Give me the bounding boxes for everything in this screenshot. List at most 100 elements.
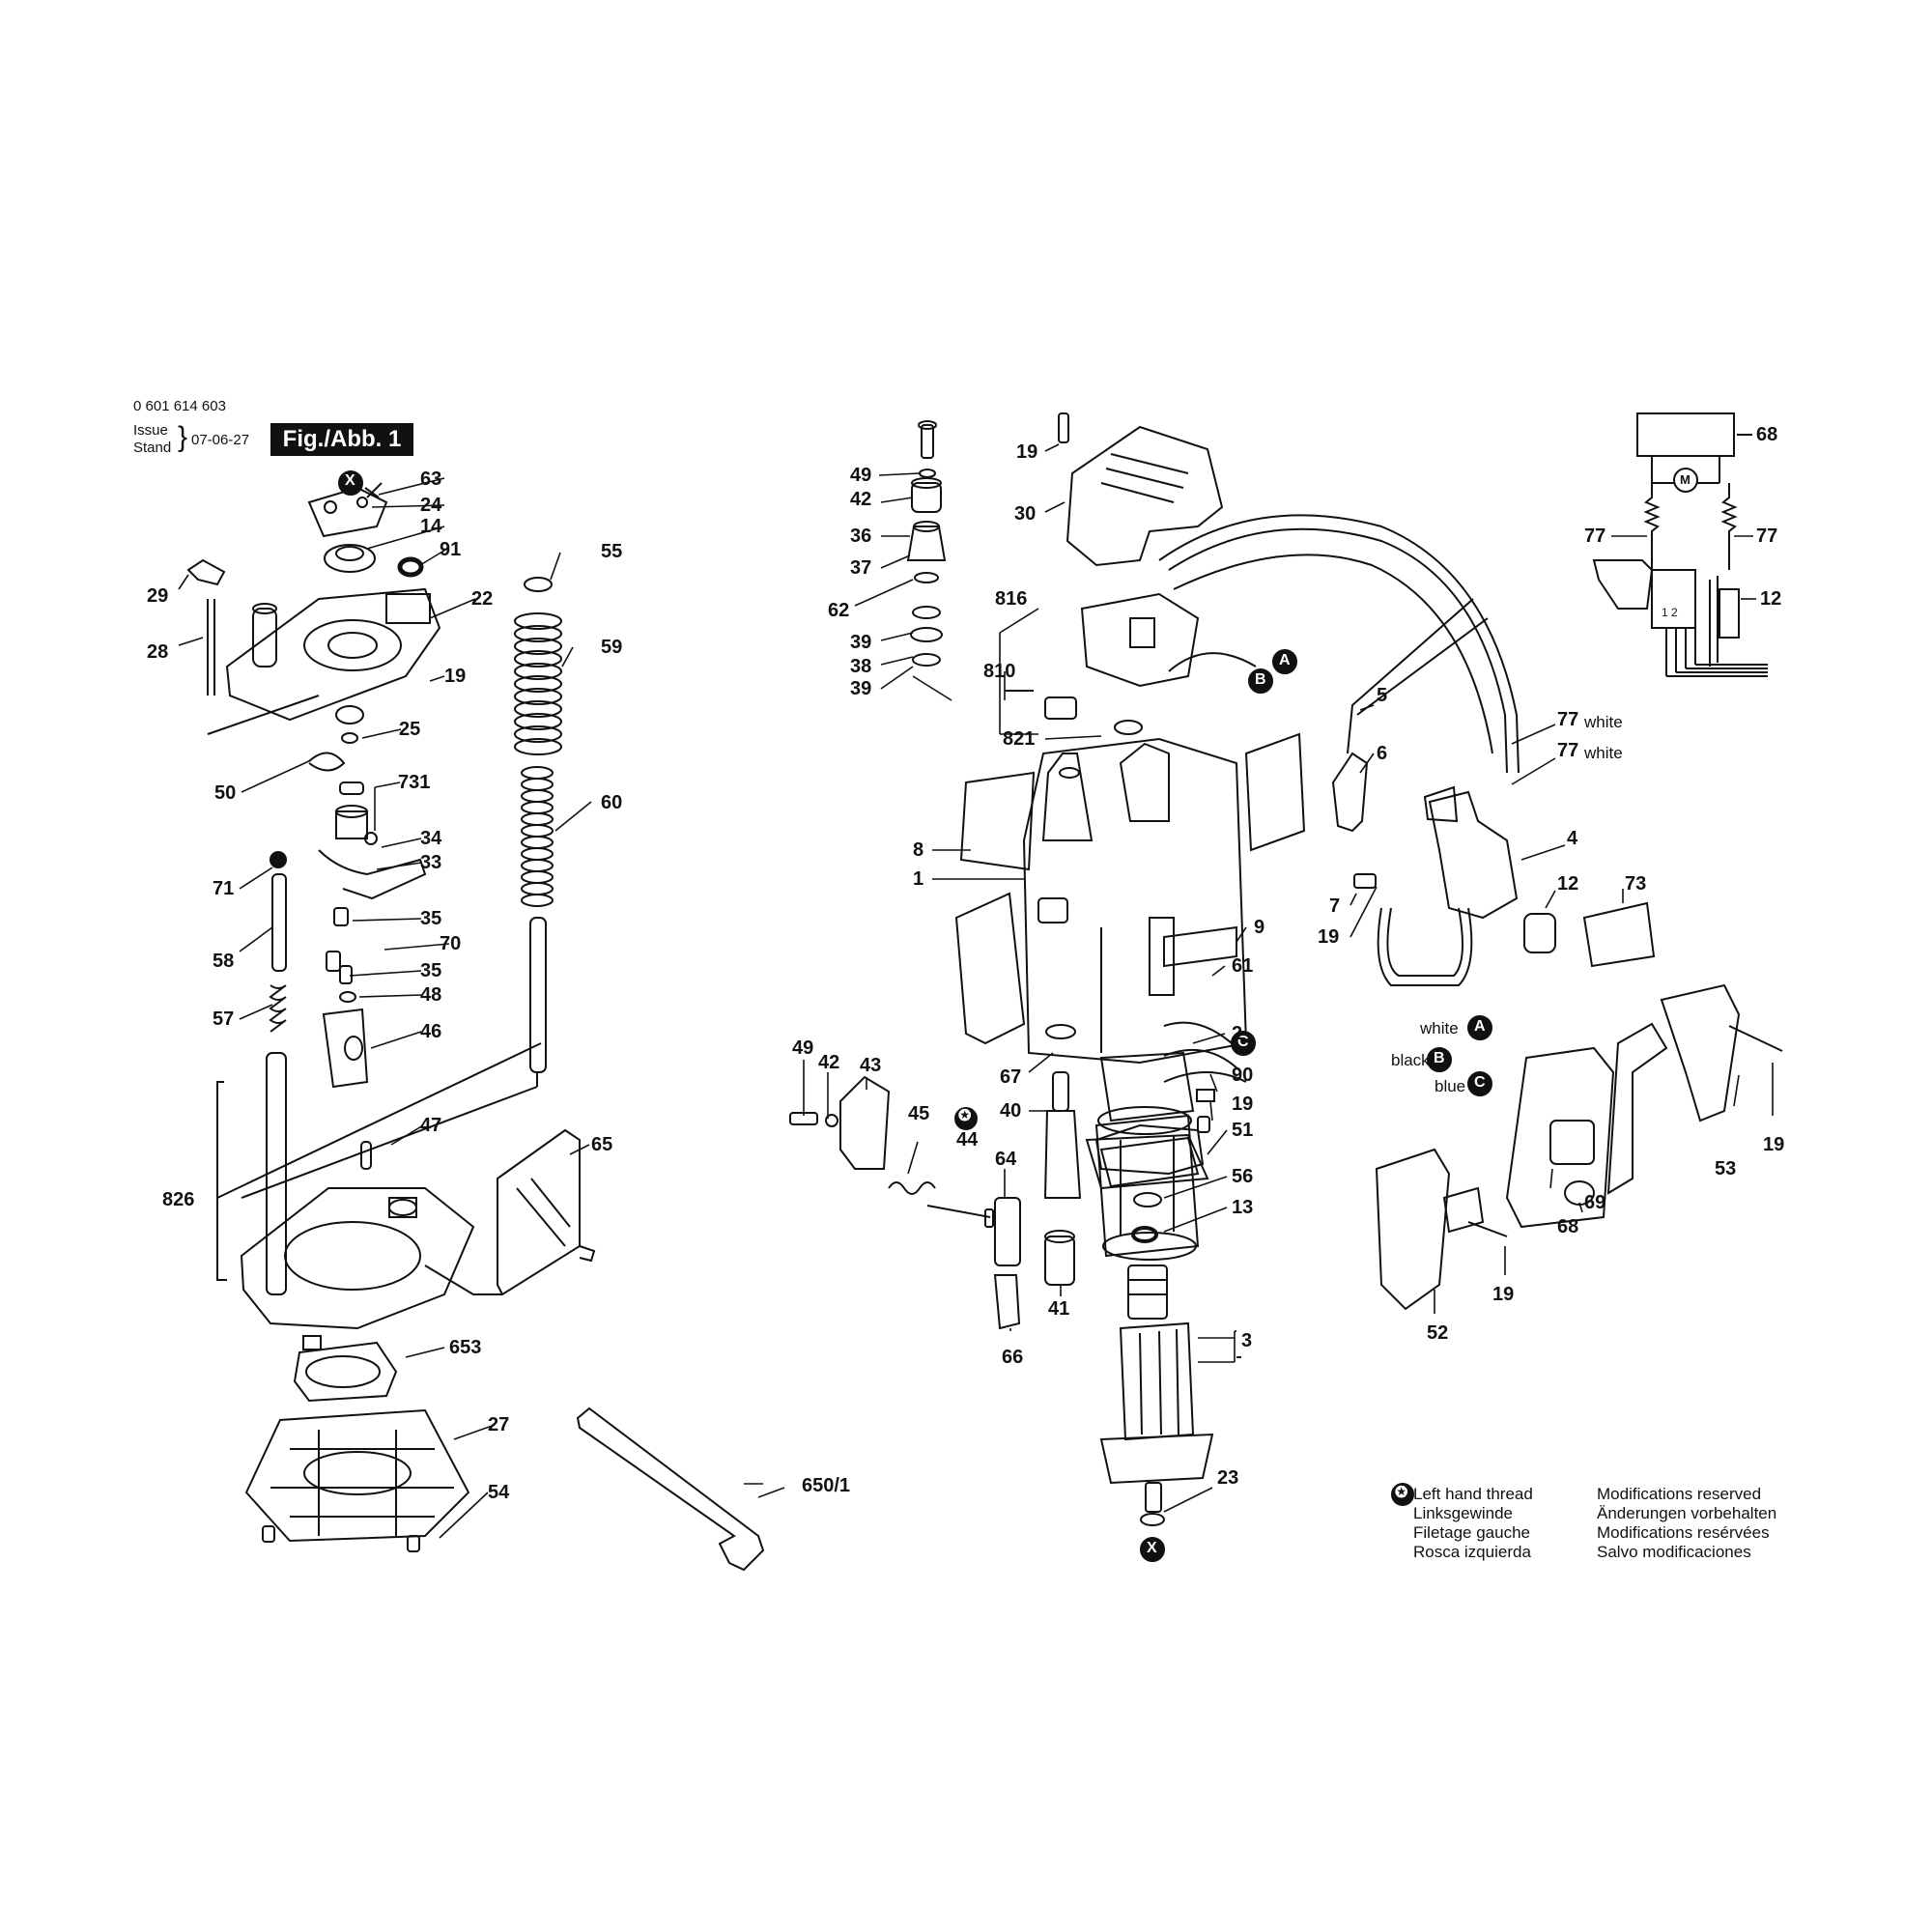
callout-7: 7 bbox=[1329, 895, 1341, 917]
callout-70: 70 bbox=[440, 933, 462, 954]
wire-77-b-color: white bbox=[1584, 744, 1623, 762]
callout-62: 62 bbox=[828, 600, 850, 621]
wrench-650 bbox=[576, 1406, 765, 1572]
callout-60: 60 bbox=[601, 792, 623, 813]
callout-64: 64 bbox=[995, 1149, 1017, 1170]
callout-53: 53 bbox=[1715, 1158, 1737, 1179]
callout-47: 47 bbox=[420, 1115, 442, 1136]
springs-55-59-60 bbox=[241, 577, 562, 1199]
legend-line: Salvo modificaciones bbox=[1597, 1543, 1751, 1561]
legend-line: Filetage gauche bbox=[1413, 1523, 1530, 1542]
armature-3 bbox=[1099, 1264, 1241, 1513]
callout-42-b: 42 bbox=[818, 1052, 840, 1073]
callout-77-b: 77 bbox=[1557, 740, 1579, 761]
legend-line: Left hand thread bbox=[1413, 1485, 1533, 1503]
callout-5: 5 bbox=[1377, 685, 1388, 706]
callout-44: 44 bbox=[956, 1129, 979, 1151]
base-plate-47 bbox=[240, 1141, 502, 1330]
callout-54: 54 bbox=[488, 1482, 510, 1503]
electronics-816 bbox=[1005, 592, 1257, 735]
callout-19-f: 19 bbox=[1492, 1284, 1515, 1305]
callout-34: 34 bbox=[420, 828, 442, 849]
marker-c: C bbox=[1237, 1034, 1249, 1050]
callout-13: 13 bbox=[1232, 1197, 1254, 1218]
callout-826: 826 bbox=[162, 1189, 195, 1210]
callout-9: 9 bbox=[1254, 917, 1265, 938]
callout-68-a: 68 bbox=[1557, 1216, 1579, 1237]
wire-77-a-color: white bbox=[1584, 713, 1623, 731]
callout-19-c: 19 bbox=[1318, 926, 1340, 948]
callout-52: 52 bbox=[1427, 1322, 1449, 1344]
callout-41: 41 bbox=[1048, 1298, 1070, 1320]
callout-48: 48 bbox=[420, 984, 442, 1006]
callout-30: 30 bbox=[1014, 503, 1037, 525]
callout-73: 73 bbox=[1625, 873, 1647, 895]
wire-black: black bbox=[1391, 1051, 1430, 1069]
callout-24: 24 bbox=[420, 495, 442, 516]
callout-38: 38 bbox=[850, 656, 872, 677]
callout-28: 28 bbox=[147, 641, 169, 663]
callout-653: 653 bbox=[449, 1337, 482, 1358]
legend-line: Modifications resérvées bbox=[1597, 1523, 1770, 1542]
bracket-43-45-64-66 bbox=[789, 1075, 1021, 1330]
callout-39-a: 39 bbox=[850, 632, 872, 653]
callout-40: 40 bbox=[1000, 1100, 1022, 1122]
switch-terminals: 1 2 bbox=[1662, 606, 1678, 619]
issue-date: 07-06-27 bbox=[191, 432, 250, 448]
wire-blue: blue bbox=[1435, 1077, 1466, 1095]
callout-49-b: 49 bbox=[792, 1037, 814, 1059]
knob-50-and-stack bbox=[308, 752, 427, 1089]
sub-base-27 bbox=[244, 1408, 470, 1552]
callout-27: 27 bbox=[488, 1414, 510, 1435]
callout-810: 810 bbox=[983, 661, 1016, 682]
callout-14: 14 bbox=[420, 516, 442, 537]
legend-line: Linksgewinde bbox=[1413, 1504, 1514, 1522]
callout-43: 43 bbox=[860, 1055, 882, 1076]
wire-white: white bbox=[1420, 1019, 1459, 1037]
parts-51-56-13-90 bbox=[1085, 1089, 1215, 1243]
motor-housing-1 bbox=[954, 732, 1306, 1065]
motor-symbol: M bbox=[1680, 472, 1690, 487]
marker-x-bottom: X bbox=[1147, 1540, 1157, 1556]
leader-lines bbox=[178, 477, 785, 1539]
cover-30 bbox=[1058, 412, 1224, 567]
callout-4: 4 bbox=[1567, 828, 1578, 849]
callout-46: 46 bbox=[420, 1021, 442, 1042]
stand-label: Stand bbox=[133, 440, 172, 456]
callout-69: 69 bbox=[1584, 1192, 1606, 1213]
callout-66: 66 bbox=[1002, 1347, 1024, 1368]
callout-3: 3 bbox=[1241, 1330, 1253, 1351]
callout-22: 22 bbox=[471, 588, 494, 610]
callout-77-d: 77 bbox=[1756, 526, 1778, 547]
callout-8: 8 bbox=[913, 839, 924, 861]
brush-holder-stack bbox=[906, 420, 947, 667]
issue-label: Issue bbox=[133, 422, 168, 439]
callout-35-b: 35 bbox=[420, 960, 442, 981]
callout-90: 90 bbox=[1232, 1065, 1254, 1086]
callout-77-a: 77 bbox=[1557, 709, 1579, 730]
callout-19-b: 19 bbox=[1016, 441, 1038, 463]
figure-label: Fig./Abb. 1 bbox=[270, 423, 413, 456]
callout-55: 55 bbox=[601, 541, 623, 562]
bracket-826 bbox=[216, 1042, 542, 1281]
legend-line: Modifications reserved bbox=[1597, 1485, 1762, 1503]
marker-b-legend: B bbox=[1434, 1050, 1445, 1066]
callout-49-a: 49 bbox=[850, 465, 872, 486]
callout-77-c: 77 bbox=[1584, 526, 1606, 547]
callout-61: 61 bbox=[1232, 955, 1254, 977]
legend-line: Rosca izquierda bbox=[1413, 1543, 1531, 1561]
marker-c-legend: C bbox=[1474, 1074, 1486, 1091]
callout-25: 25 bbox=[399, 719, 421, 740]
marker-a-legend: A bbox=[1474, 1018, 1486, 1035]
shaft-40-41-67 bbox=[1043, 1024, 1082, 1286]
left-thread-star-icon-legend: ✪ bbox=[1395, 1485, 1408, 1501]
callout-6: 6 bbox=[1377, 743, 1388, 764]
leader-lines-2 bbox=[803, 434, 1774, 1513]
handles-52-53-68-69 bbox=[1163, 983, 1783, 1311]
cord-5-6 bbox=[1331, 752, 1369, 833]
callout-33: 33 bbox=[420, 852, 442, 873]
legend-modifications: Modifications reserved Änderungen vorbeh… bbox=[1597, 1485, 1776, 1562]
rod-57-58 bbox=[266, 851, 287, 1295]
